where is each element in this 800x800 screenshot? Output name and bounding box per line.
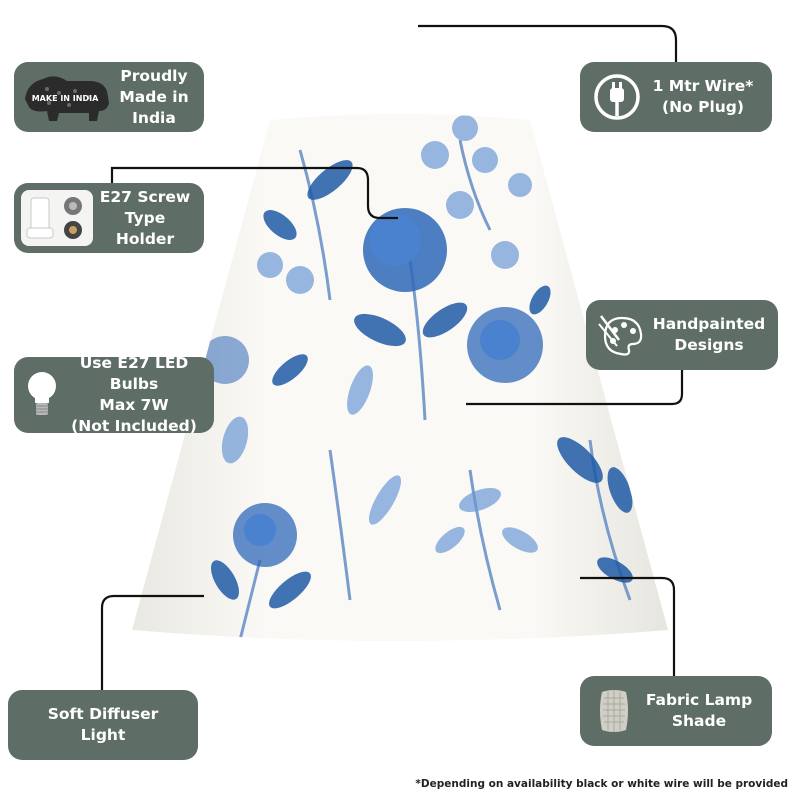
made-in-india-text: Proudly Made in India xyxy=(119,66,189,127)
wire-badge: 1 Mtr Wire* (No Plug) xyxy=(580,62,772,132)
wire-text: 1 Mtr Wire* (No Plug) xyxy=(652,77,754,116)
plug-icon xyxy=(590,70,644,124)
bulb-icon xyxy=(24,365,60,425)
made-in-india-badge: MAKE IN INDIA Proudly Made in India xyxy=(14,62,204,132)
diffuser-badge: Soft Diffuser Light xyxy=(8,690,198,760)
bulb-text: Use E27 LED Bulbs Max 7W (Not Included) xyxy=(71,354,197,435)
handpainted-text: Handpainted Designs xyxy=(652,315,766,354)
handpainted-badge: Handpainted Designs xyxy=(586,300,778,370)
fabric-swatch-icon xyxy=(592,683,636,739)
fabric-text: Fabric Lamp Shade xyxy=(645,691,753,730)
fabric-badge: Fabric Lamp Shade xyxy=(580,676,772,746)
floral-pattern xyxy=(201,115,633,641)
lamp-holder-icon xyxy=(20,188,94,248)
paint-palette-icon xyxy=(594,307,650,363)
diffuser-text: Soft Diffuser Light xyxy=(47,705,159,744)
bulb-badge: Use E27 LED Bulbs Max 7W (Not Included) xyxy=(14,354,214,435)
holder-badge: E27 Screw Type Holder xyxy=(14,183,204,253)
svg-text:MAKE IN INDIA: MAKE IN INDIA xyxy=(32,94,99,103)
holder-text: E27 Screw Type Holder xyxy=(99,187,191,248)
make-in-india-lion-logo: MAKE IN INDIA xyxy=(18,67,114,127)
footnote: *Depending on availability black or whit… xyxy=(415,778,788,790)
